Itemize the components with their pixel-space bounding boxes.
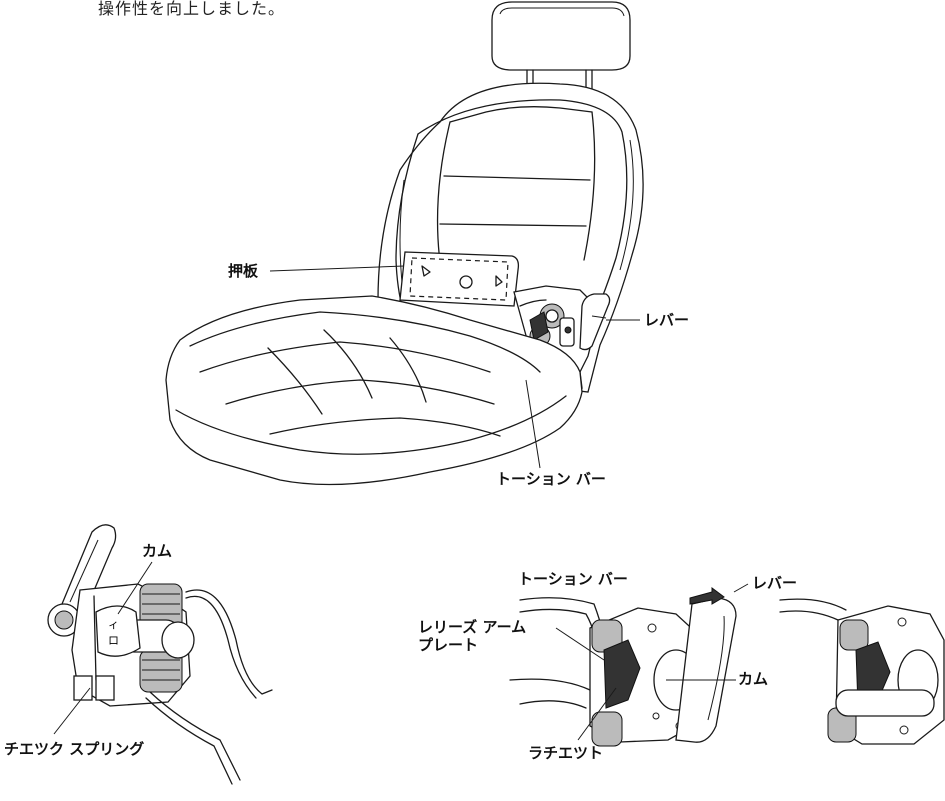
move-arrow [689, 587, 725, 605]
label-release-arm-plate-1: レリーズ アーム [418, 618, 527, 636]
label-lever-top: レバー [644, 311, 690, 329]
leaders-top [269, 265, 640, 469]
lever-top [579, 293, 611, 351]
label-ratchet: ラチエツト [528, 744, 604, 762]
detail-ratchet [509, 587, 945, 747]
label-pressure-plate: 押板 [228, 262, 259, 280]
label-torsion-bar-top: トーション バー [496, 470, 606, 488]
lever-right [675, 597, 737, 743]
svg-text:ィ: ィ [108, 618, 119, 631]
label-check-spring: チエツク スプリング [4, 740, 145, 758]
label-torsion-bar-right: トーション バー [518, 570, 628, 588]
svg-text:ロ: ロ [108, 634, 119, 647]
cam-left [95, 605, 141, 657]
ratchet [603, 639, 641, 709]
detail-check-spring: ィ ロ [47, 524, 273, 785]
seat-illustration [165, 1, 644, 486]
torsion-bar-top [519, 299, 547, 307]
intro-text: 操作性を向上しました。 [98, 0, 286, 18]
leaders-bottom-right [555, 583, 749, 741]
leaders-bottom-left [53, 561, 153, 735]
label-cam-right: カム [738, 670, 769, 688]
label-cam-left: カム [142, 542, 173, 560]
label-release-arm-plate-2: プレート [418, 636, 479, 654]
label-lever-right: レバー [752, 574, 798, 592]
check-spring-wire [185, 589, 273, 695]
headrest [491, 1, 631, 71]
